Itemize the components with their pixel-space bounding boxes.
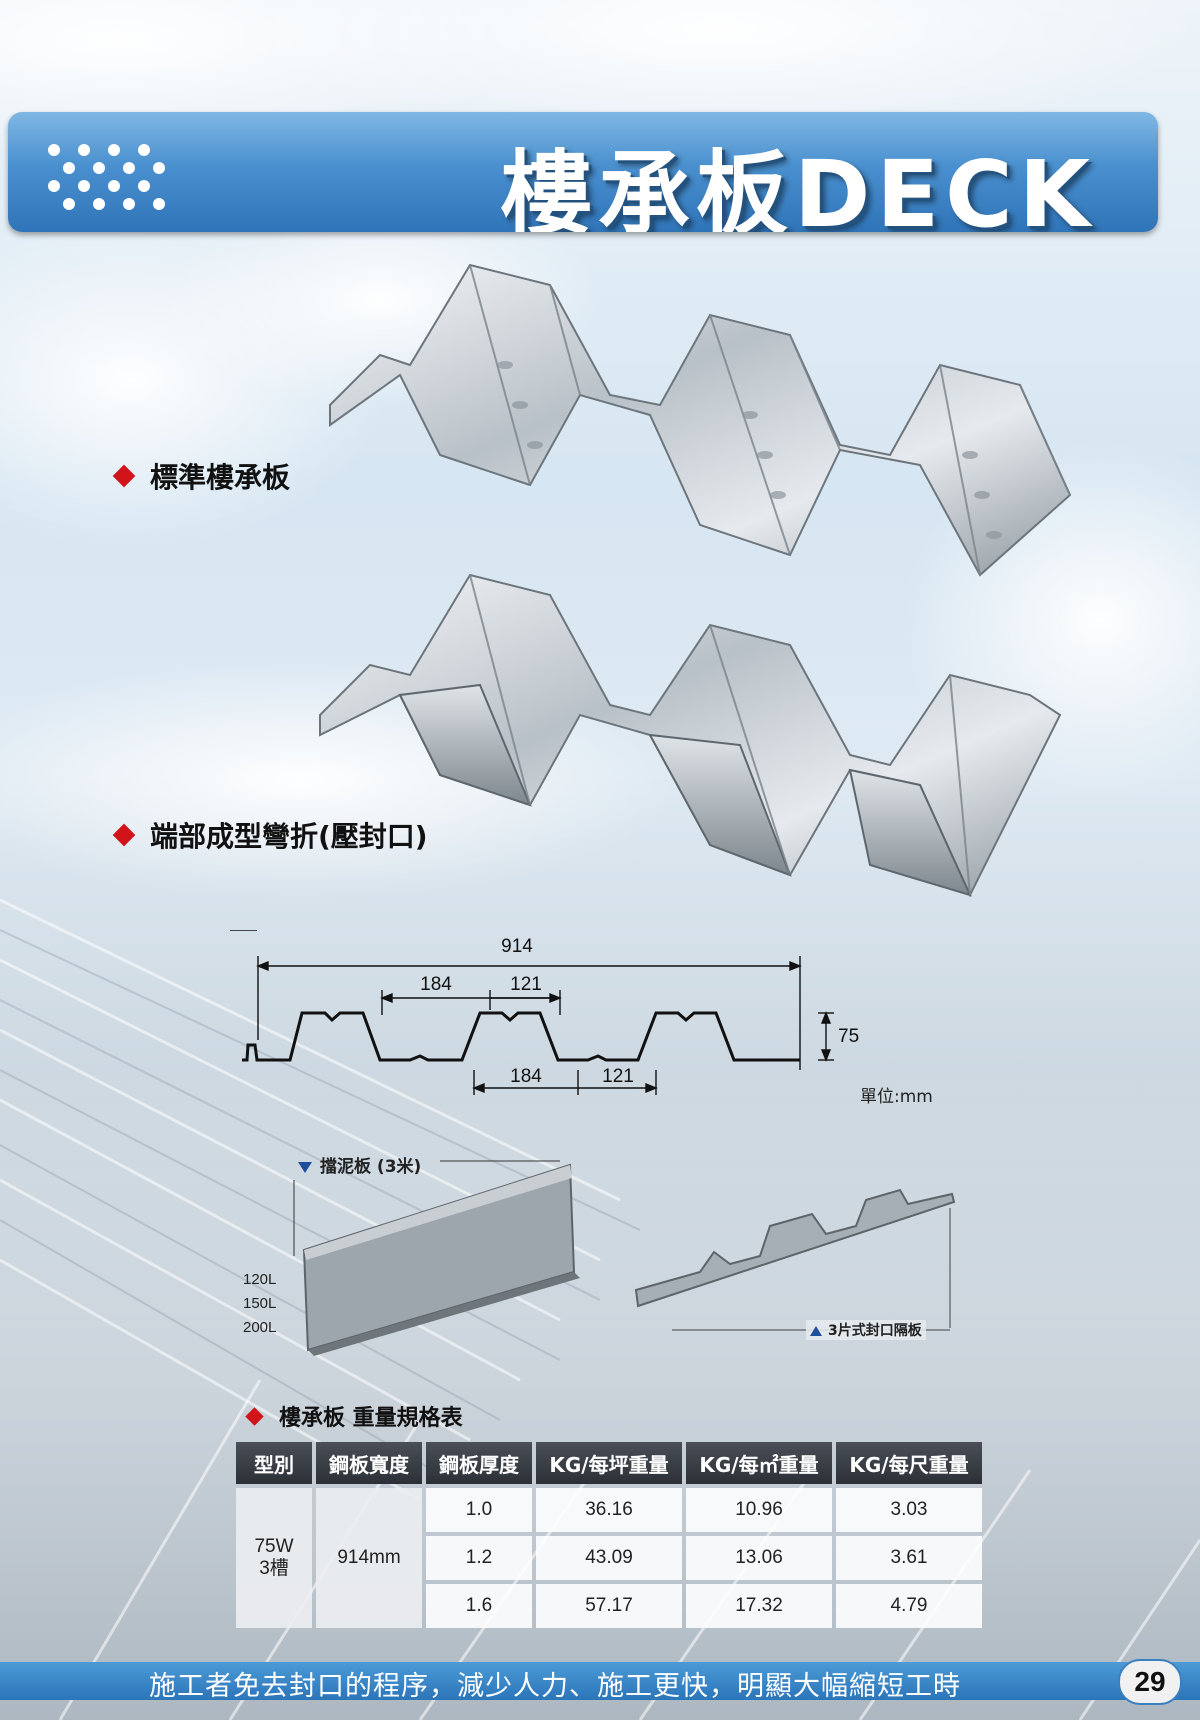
- per-foot-cell: 3.61: [836, 1536, 982, 1580]
- spec-table: 型別 鋼板寬度 鋼板厚度 KG/每坪重量 KG/每㎡重量 KG/每尺重量 75W…: [232, 1438, 986, 1632]
- dim-bottom-pitch: 184: [510, 1066, 542, 1087]
- dim-bottom-flange: 121: [602, 1066, 634, 1087]
- col-header: KG/每㎡重量: [686, 1442, 832, 1484]
- spec-table-wrapper: 型別 鋼板寬度 鋼板厚度 KG/每坪重量 KG/每㎡重量 KG/每尺重量 75W…: [232, 1438, 986, 1632]
- col-header: KG/每尺重量: [836, 1442, 982, 1484]
- type-cell: 75W 3槽: [236, 1488, 312, 1628]
- blue-triangle-down-icon: [298, 1161, 312, 1173]
- per-m2-cell: 13.06: [686, 1536, 832, 1580]
- table-label: 樓承板 重量規格表: [245, 1400, 463, 1432]
- standard-deck-image: [329, 263, 1072, 577]
- blue-triangle-up-icon: [810, 1326, 822, 1336]
- dim-total-width: 914: [501, 936, 533, 957]
- page-number: 29: [1118, 1659, 1182, 1705]
- footer-bar: 施工者免去封口的程序，減少人力、施工更快，明顯大幅縮短工時 29: [0, 1659, 1200, 1705]
- col-header: 型別: [236, 1442, 312, 1484]
- profile-drawing: 914 184 121 184 121 75: [230, 930, 859, 1095]
- unit-label: 單位:mm: [860, 1087, 933, 1107]
- per-m2-cell: 10.96: [686, 1488, 832, 1532]
- thickness-cell: 1.6: [426, 1584, 532, 1628]
- table-row: 75W 3槽 914mm 1.0 36.16 10.96 3.03: [236, 1488, 982, 1628]
- dots-decoration-icon: [48, 144, 165, 210]
- per-ping-cell: 36.16: [536, 1488, 682, 1532]
- per-ping-cell: 57.17: [536, 1584, 682, 1628]
- mud-plate-sizes: 120L 150L 200L: [243, 1268, 276, 1340]
- thickness-cell: 1.2: [426, 1536, 532, 1580]
- per-foot-cell: 3.03: [836, 1488, 982, 1532]
- per-m2-cell: 17.32: [686, 1584, 832, 1628]
- width-cell: 914mm: [316, 1488, 422, 1628]
- table-row: 1.6 57.17 17.32 4.79: [236, 1584, 982, 1628]
- per-foot-cell: 4.79: [836, 1584, 982, 1628]
- red-diamond-icon: [112, 823, 136, 847]
- dim-top-pitch: 184: [420, 974, 452, 995]
- standard-deck-label: 標準樓承板: [112, 456, 290, 496]
- dim-height: 75: [838, 1026, 859, 1047]
- mud-plate-caption: 擋泥板 (3米): [298, 1152, 421, 1177]
- size-item: 120L: [243, 1271, 277, 1288]
- footer-slogan: 施工者免去封口的程序，減少人力、施工更快，明顯大幅縮短工時: [149, 1671, 961, 1702]
- table-header-row: 型別 鋼板寬度 鋼板厚度 KG/每坪重量 KG/每㎡重量 KG/每尺重量: [236, 1442, 982, 1484]
- end-formed-deck-image: [319, 573, 1062, 898]
- title-banner: 樓承板DECK: [8, 112, 1158, 232]
- col-header: 鋼板寬度: [316, 1442, 422, 1484]
- col-header: KG/每坪重量: [536, 1442, 682, 1484]
- size-item: 200L: [243, 1319, 277, 1336]
- red-diamond-icon: [112, 464, 136, 488]
- size-item: 150L: [243, 1295, 277, 1312]
- table-row: 1.2 43.09 13.06 3.61: [236, 1536, 982, 1580]
- red-diamond-icon: [245, 1406, 264, 1426]
- end-formed-label: 端部成型彎折(壓封口): [112, 815, 428, 855]
- dim-top-flange: 121: [510, 974, 542, 995]
- thickness-cell: 1.0: [426, 1488, 532, 1532]
- col-header: 鋼板厚度: [426, 1442, 532, 1484]
- closure-plate-image: [634, 1188, 956, 1331]
- mud-plate-image: [293, 1160, 580, 1356]
- page-title: 樓承板DECK: [499, 141, 1096, 232]
- per-ping-cell: 43.09: [536, 1536, 682, 1580]
- closure-plate-caption: 3片式封口隔板: [806, 1320, 926, 1340]
